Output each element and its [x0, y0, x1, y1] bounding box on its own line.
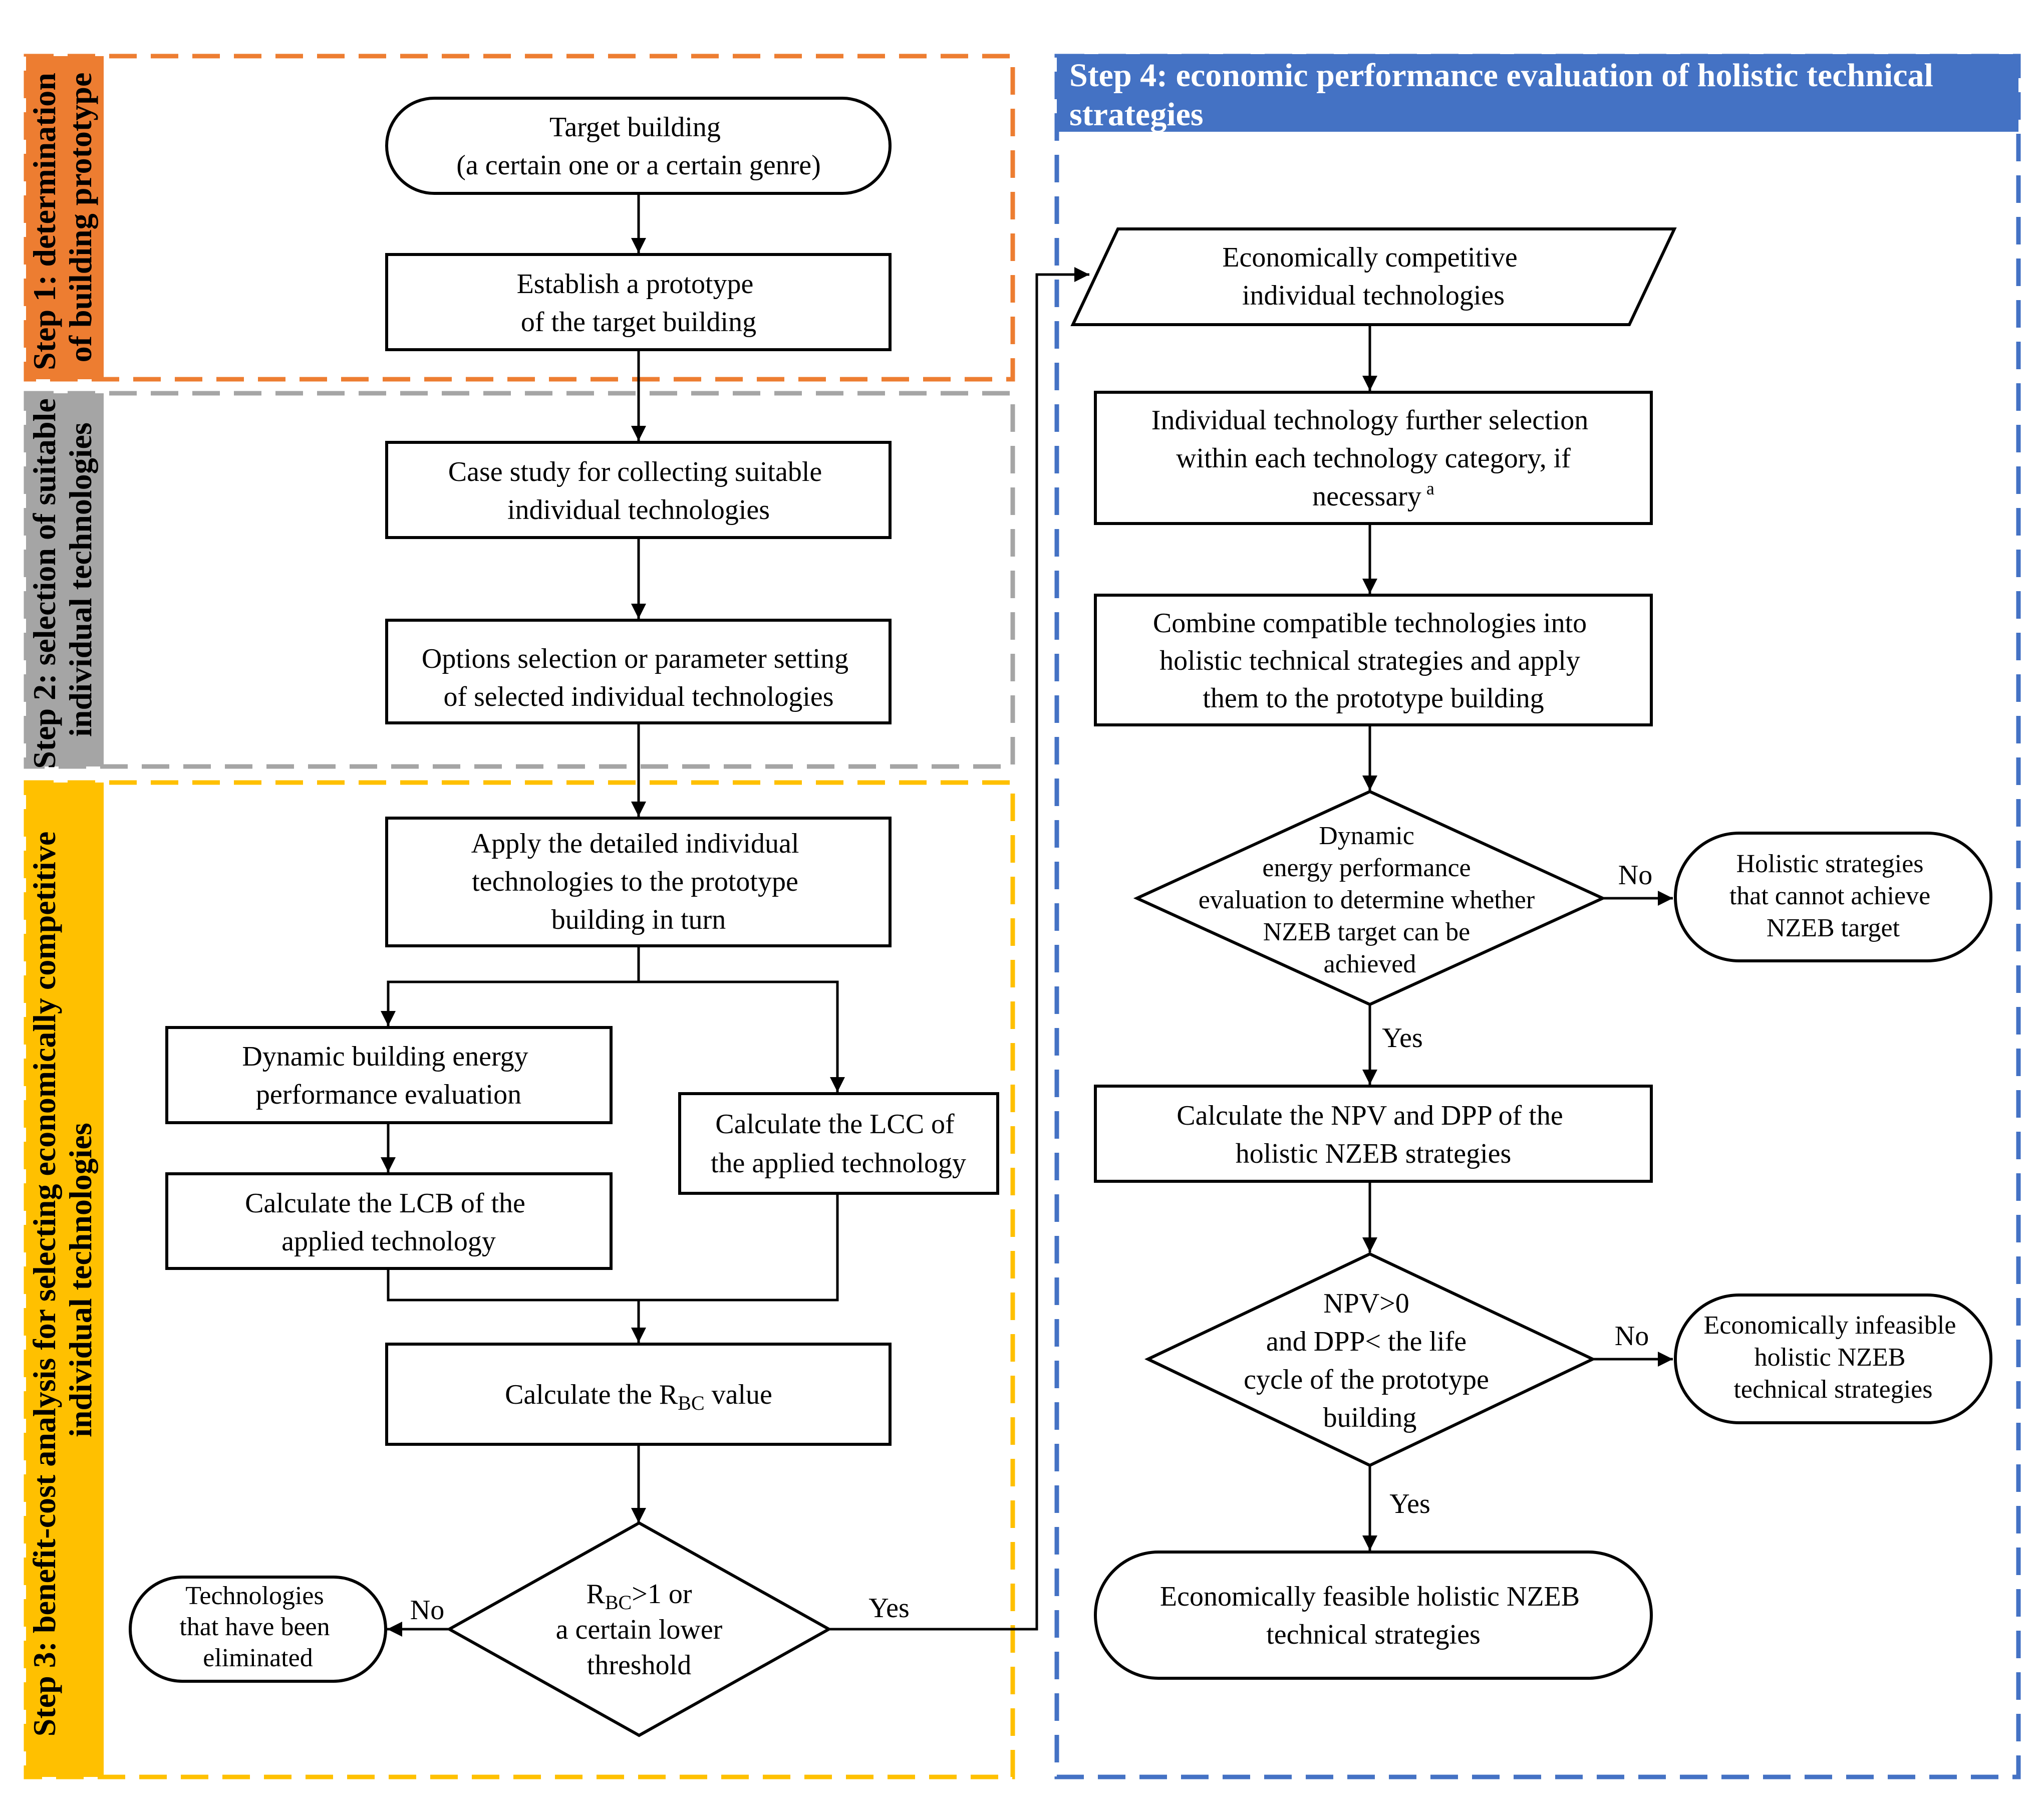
svg-text:Target building (a certa: Target building (a certain one or a cert… — [456, 112, 821, 181]
svg-text:Calculate the LCC of the: Calculate the LCC of the applied technol… — [711, 1109, 966, 1179]
node-infeasible: Economically infeasible holistic NZEB te… — [1674, 1294, 1992, 1424]
svg-text:Technologies that have b: Technologies that have been eliminated — [179, 1582, 336, 1672]
label-no-eliminated: No — [410, 1595, 444, 1626]
node-target-building: Target building (a certain one or a cert… — [385, 97, 892, 195]
svg-text:Options selection or parameter: Options selection or parameter setting o… — [422, 643, 855, 712]
label-yes-feasible: Yes — [1389, 1488, 1430, 1519]
svg-text:Economically infeasible: Economically infeasible holistic NZEB te… — [1704, 1311, 1963, 1404]
svg-text:Individual technology further: Individual technology further selection … — [1151, 405, 1595, 474]
svg-text:Calculate the RBC value: Calculate the RBC value — [505, 1379, 772, 1414]
node-case-study: Case study for collecting suitable indiv… — [385, 441, 892, 539]
node-calc-lcb: Calculate the LCB of the applied technol… — [165, 1172, 613, 1270]
step1-label: Step 1: determination of building protot… — [27, 65, 98, 370]
label-yes-competitive: Yes — [868, 1593, 909, 1624]
node-further-selection: Individual technology further selection … — [1094, 391, 1653, 525]
connectors — [381, 193, 1673, 1637]
svg-text:Holistic strategies that: Holistic strategies that cannot achieve … — [1729, 850, 1937, 942]
svg-text:RBC>1 or: RBC>1 or — [587, 1579, 692, 1614]
node-dynamic-eval: Dynamic energy performance evaluation to… — [1133, 790, 1607, 1006]
svg-text:Combine compatible technologie: Combine compatible technologies into hol… — [1153, 608, 1594, 714]
step4-label: Step 4: economic performance evaluation … — [1069, 57, 1941, 133]
node-eliminated: Technologies that have been eliminated — [129, 1576, 387, 1683]
node-npv-decision: NPV>0 and DPP< the life cycle of the pro… — [1144, 1252, 1597, 1467]
node-calc-npv: Calculate the NPV and DPP of the holisti… — [1094, 1085, 1653, 1183]
node-establish-prototype: Establish a prototype of the target buil… — [385, 253, 892, 351]
node-calc-rbc: Calculate the RBC value — [385, 1343, 892, 1446]
svg-text:Dynamic energy performan: Dynamic energy performance evaluation to… — [1199, 822, 1541, 978]
svg-text:threshold: threshold — [587, 1650, 691, 1681]
step4-header-band — [1057, 54, 2018, 132]
node-options-selection: Options selection or parameter setting o… — [385, 619, 892, 724]
label-yes-npv: Yes — [1382, 1022, 1422, 1054]
node-cannot-achieve: Holistic strategies that cannot achieve … — [1674, 832, 1992, 962]
node-competitive: Economically competitive individual tech… — [1070, 227, 1677, 326]
label-no-cannot-achieve: No — [1618, 860, 1652, 891]
svg-text:Apply the detailed individual: Apply the detailed individual technologi… — [471, 828, 806, 935]
step2-header-band — [26, 393, 104, 766]
node-feasible: Economically feasible holistic NZEB tech… — [1094, 1551, 1653, 1680]
svg-text:Dynamic building energy: Dynamic building energy performance eval… — [242, 1041, 535, 1110]
label-no-infeasible: No — [1615, 1321, 1649, 1352]
node-rbc-decision: RBC>1 or a certain lower threshold — [446, 1521, 832, 1737]
svg-text:a certain lower: a certain lower — [556, 1614, 723, 1645]
node-combine: Combine compatible technologies into hol… — [1094, 594, 1653, 726]
svg-text:Case study for collecting suit: Case study for collecting suitable indiv… — [448, 456, 829, 526]
svg-text:NPV>0 and DPP< the life: NPV>0 and DPP< the life cycle of the pro… — [1244, 1288, 1496, 1433]
svg-text:Economically feasible holistic: Economically feasible holistic NZEB tech… — [1160, 1581, 1587, 1650]
step2-panel — [24, 391, 1015, 769]
step2-label: Step 2: selection of suitable individual… — [27, 390, 98, 769]
step3-label: Step 3: benefit-cost analysis for select… — [27, 824, 98, 1736]
node-apply-detailed: Apply the detailed individual technologi… — [385, 817, 892, 947]
svg-text:Economically competitive: Economically competitive individual tech… — [1222, 242, 1524, 311]
step3-header-band — [26, 783, 104, 1777]
node-dynamic-building: Dynamic building energy performance eval… — [165, 1026, 613, 1124]
step1-header-band — [26, 56, 104, 379]
svg-text:Establish a prototype of: Establish a prototype of the target buil… — [517, 269, 761, 338]
svg-text:Calculate the LCB of the: Calculate the LCB of the applied technol… — [245, 1188, 532, 1257]
node-calc-lcc: Calculate the LCC of the applied technol… — [678, 1092, 999, 1195]
svg-text:Calculate the NPV and DPP of t: Calculate the NPV and DPP of the holisti… — [1177, 1100, 1570, 1169]
